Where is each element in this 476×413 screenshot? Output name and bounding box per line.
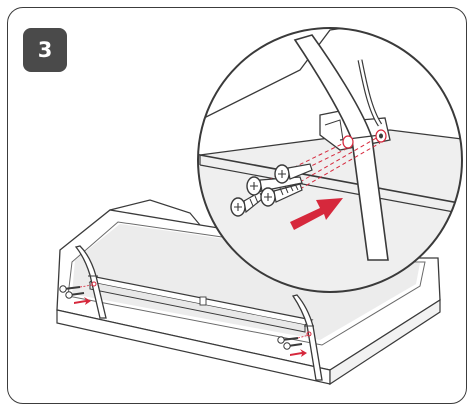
red-arrow-icon bbox=[74, 297, 91, 305]
magnified-detail bbox=[197, 27, 463, 293]
stand-leg-left bbox=[59, 245, 107, 319]
screw-icon bbox=[277, 336, 303, 350]
tv-panel bbox=[88, 276, 314, 333]
screw-icon bbox=[274, 163, 313, 184]
screw-icon bbox=[59, 285, 85, 299]
tv-logo-mark bbox=[199, 296, 207, 306]
screw-icon bbox=[260, 183, 303, 207]
stand-leg-right bbox=[277, 294, 323, 381]
red-arrow-icon bbox=[290, 349, 307, 357]
tv-box bbox=[56, 199, 441, 386]
red-arrow-icon bbox=[290, 198, 343, 230]
screw-icon bbox=[246, 176, 303, 196]
step-number-badge: 3 bbox=[23, 28, 67, 72]
